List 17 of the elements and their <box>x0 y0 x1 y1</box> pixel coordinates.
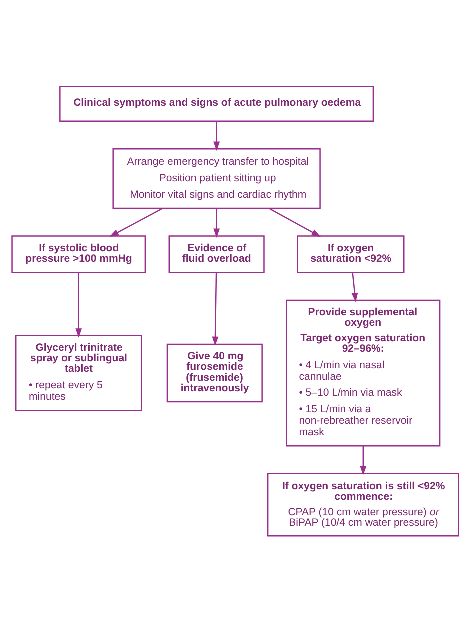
node-box: Glyceryl trinitrate spray or sublingual tablet • repeat every 5 minutes <box>15 334 142 411</box>
node-box: Arrange emergency transfer to hospital Position patient sitting up Monitor vital signs and cardiac rhythm <box>112 148 321 209</box>
arrow <box>214 121 220 150</box>
node-box: Provide supplemental oxygen Target oxygen saturation 92–96%: • 4 L/min via nasal cannulae • 5–10 L/min via mask • 15 L/min via a non-rebreather reservoir mask <box>286 299 441 446</box>
arrow <box>76 272 82 338</box>
node-box: If oxygen saturation is still <92% commence: CPAP (10 cm water pressure) or BiPAP (10/4 cm water pressure) <box>267 472 460 536</box>
node-box: If systolic blood pressure >100 mmHg <box>12 235 146 273</box>
node-box: Clinical symptoms and signs of acute pulmonary oedema <box>60 86 374 122</box>
arrow <box>212 272 219 346</box>
arrow <box>360 446 367 475</box>
node-box: Evidence of fluid overload <box>168 235 265 273</box>
arrow <box>269 208 322 237</box>
node-box: Give 40 mg furosemide (frusemide) intravenously <box>166 343 263 402</box>
arrow <box>110 208 163 237</box>
arrow <box>214 208 220 238</box>
arrow <box>352 272 358 302</box>
node-box: If oxygen saturation <92% <box>297 235 405 273</box>
